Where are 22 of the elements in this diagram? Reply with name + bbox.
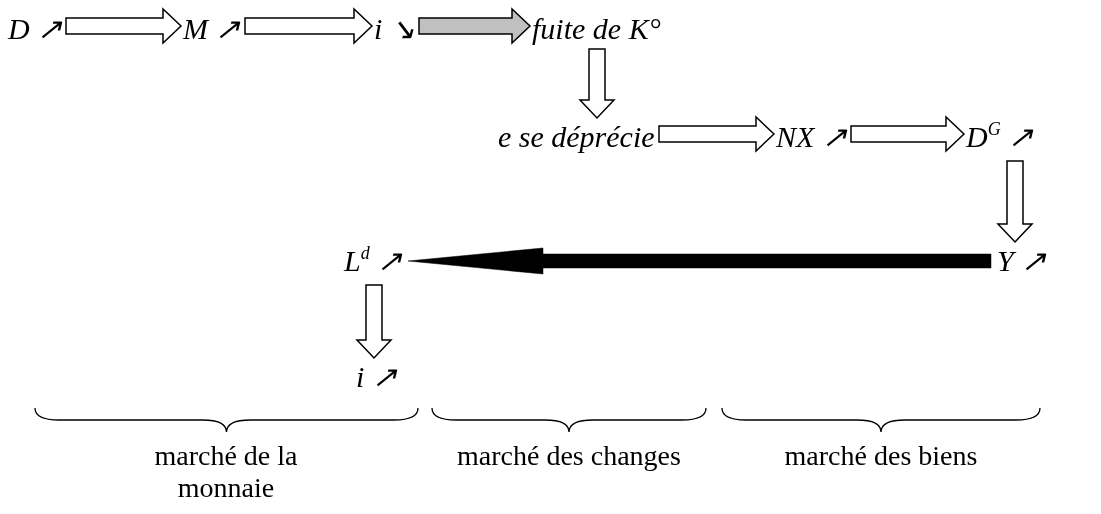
node-label: Y ↗	[997, 244, 1047, 278]
arrow	[418, 7, 532, 45]
brace-label: marché des changes	[456, 440, 682, 472]
node-label: D$^{G}$ ↗	[966, 120, 1034, 158]
node-label: D ↗	[8, 12, 63, 46]
arrow	[850, 115, 966, 153]
node-label: M ↗	[183, 12, 241, 46]
arrow	[407, 247, 992, 275]
brace-label: marché des biens	[783, 440, 979, 472]
arrow	[996, 160, 1034, 244]
node-label: L$^{d}$ ↗	[344, 244, 403, 282]
node-label: i ↗	[356, 360, 397, 394]
arrow	[244, 7, 374, 45]
node-label: fuite de K°	[532, 12, 661, 46]
node-label: NX ↗	[776, 120, 847, 154]
brace-label: marché de la monnaie	[153, 440, 299, 504]
arrow	[355, 284, 393, 360]
arrow	[65, 7, 183, 45]
arrow	[658, 115, 776, 153]
node-label: i ↘	[374, 12, 415, 46]
node-label: e se déprécie	[498, 120, 655, 154]
arrow	[578, 48, 616, 120]
